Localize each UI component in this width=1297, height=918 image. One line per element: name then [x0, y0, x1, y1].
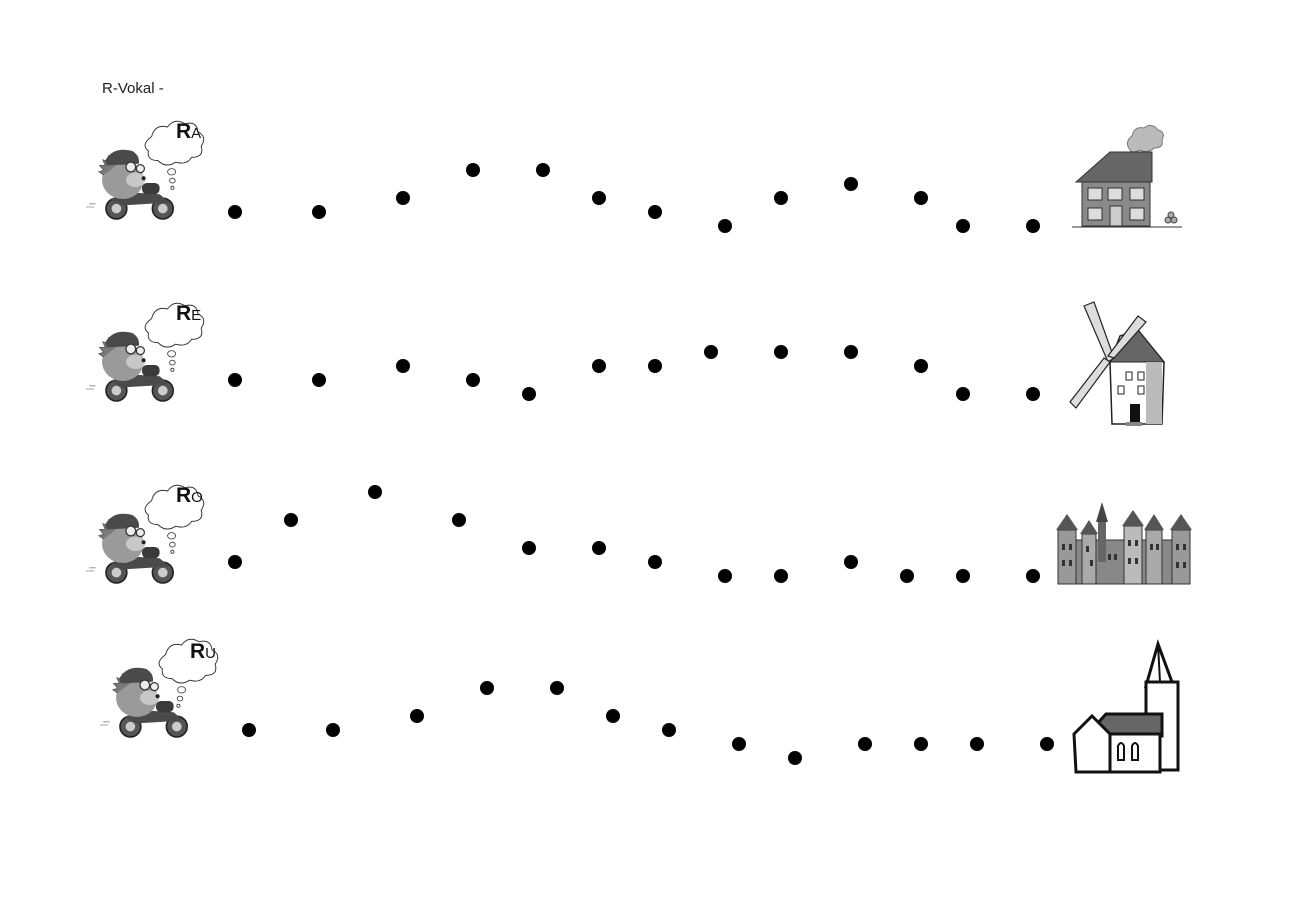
- trace-dot[interactable]: [410, 709, 424, 723]
- bubble-syllable: RE: [176, 302, 201, 326]
- trace-dot[interactable]: [970, 737, 984, 751]
- hedgehog-motorcycle-icon: [86, 302, 205, 402]
- trace-dot[interactable]: [732, 737, 746, 751]
- trace-path-re: [228, 345, 1040, 401]
- trace-dot[interactable]: [914, 191, 928, 205]
- trace-dot[interactable]: [648, 359, 662, 373]
- trace-dot[interactable]: [326, 723, 340, 737]
- trace-dot[interactable]: [228, 555, 242, 569]
- bubble-vowel: A: [191, 125, 202, 142]
- trace-path-ru: [242, 681, 1054, 765]
- trace-dot[interactable]: [858, 737, 872, 751]
- trace-dot[interactable]: [1026, 387, 1040, 401]
- trace-dot[interactable]: [774, 569, 788, 583]
- bubble-syllable: RU: [190, 640, 216, 664]
- trace-dot[interactable]: [718, 219, 732, 233]
- trace-dot[interactable]: [774, 345, 788, 359]
- trace-path-ro: [228, 485, 1040, 583]
- trace-dot[interactable]: [914, 359, 928, 373]
- trace-dot[interactable]: [956, 387, 970, 401]
- trace-dot[interactable]: [242, 723, 256, 737]
- bubble-vowel: O: [191, 489, 203, 506]
- trace-dot[interactable]: [312, 205, 326, 219]
- trace-dot[interactable]: [606, 709, 620, 723]
- thought-bubble: [158, 638, 219, 708]
- trace-dot[interactable]: [228, 205, 242, 219]
- house-icon[interactable]: [1070, 124, 1185, 232]
- trace-dot[interactable]: [788, 751, 802, 765]
- trace-dot[interactable]: [662, 723, 676, 737]
- trace-dot[interactable]: [914, 737, 928, 751]
- trace-dot[interactable]: [284, 513, 298, 527]
- bubble-consonant: R: [176, 484, 192, 507]
- trace-dot[interactable]: [844, 555, 858, 569]
- trace-dot[interactable]: [592, 541, 606, 555]
- trace-dot[interactable]: [774, 191, 788, 205]
- trace-dot[interactable]: [956, 569, 970, 583]
- hedgehog-motorcycle-icon: [86, 120, 205, 220]
- trace-dot[interactable]: [312, 373, 326, 387]
- trace-dot[interactable]: [396, 359, 410, 373]
- trace-dot[interactable]: [956, 219, 970, 233]
- trace-dot[interactable]: [480, 681, 494, 695]
- trace-dot[interactable]: [648, 205, 662, 219]
- trace-dot[interactable]: [396, 191, 410, 205]
- trace-dot[interactable]: [592, 359, 606, 373]
- thought-bubble: [144, 120, 205, 190]
- windmill-icon[interactable]: [1066, 300, 1176, 430]
- trace-dot[interactable]: [536, 163, 550, 177]
- worksheet-title: R-Vokal -: [102, 80, 164, 97]
- trace-dot[interactable]: [550, 681, 564, 695]
- bubble-consonant: R: [176, 302, 192, 325]
- thought-bubble: [144, 302, 205, 372]
- trace-path-ra: [228, 163, 1040, 233]
- bubble-syllable: RO: [176, 484, 203, 508]
- bubble-consonant: R: [190, 640, 206, 663]
- trace-dot[interactable]: [452, 513, 466, 527]
- trace-dot[interactable]: [1026, 219, 1040, 233]
- trace-dot[interactable]: [522, 541, 536, 555]
- bubble-consonant: R: [176, 120, 192, 143]
- bubble-vowel: U: [205, 645, 217, 662]
- hedgehog-motorcycle-icon: [100, 638, 219, 738]
- thought-bubble: [144, 484, 205, 554]
- castle-icon[interactable]: [1054, 500, 1196, 588]
- trace-dot[interactable]: [368, 485, 382, 499]
- trace-dot[interactable]: [844, 345, 858, 359]
- trace-dot[interactable]: [648, 555, 662, 569]
- trace-dot[interactable]: [704, 345, 718, 359]
- hedgehog-motorcycle-icon: [86, 484, 205, 584]
- church-icon[interactable]: [1066, 638, 1186, 778]
- trace-dot[interactable]: [522, 387, 536, 401]
- trace-dot[interactable]: [900, 569, 914, 583]
- trace-dot[interactable]: [1040, 737, 1054, 751]
- trace-dot[interactable]: [466, 373, 480, 387]
- bubble-vowel: E: [191, 307, 202, 324]
- trace-dot[interactable]: [1026, 569, 1040, 583]
- trace-dot[interactable]: [718, 569, 732, 583]
- trace-dot[interactable]: [844, 177, 858, 191]
- bubble-syllable: RA: [176, 120, 201, 144]
- trace-dot[interactable]: [592, 191, 606, 205]
- trace-dot[interactable]: [228, 373, 242, 387]
- trace-dot[interactable]: [466, 163, 480, 177]
